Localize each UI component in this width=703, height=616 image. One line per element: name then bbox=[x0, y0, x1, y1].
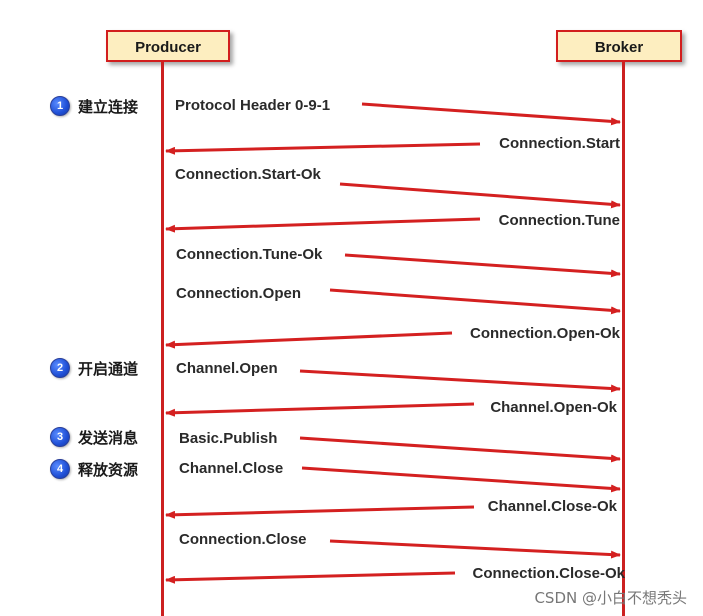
arrow-2 bbox=[165, 142, 481, 155]
producer-lifeline bbox=[161, 62, 164, 616]
msg-channel-close-ok: Channel.Close-Ok bbox=[487, 498, 617, 515]
msg-channel-open-ok: Channel.Open-Ok bbox=[490, 399, 617, 416]
msg-connection-open-ok: Connection.Open-Ok bbox=[470, 325, 620, 342]
arrow-4 bbox=[165, 217, 481, 233]
phase-4-label: 释放资源 bbox=[78, 460, 139, 479]
msg-channel-open: Channel.Open bbox=[176, 360, 278, 377]
broker-box: Broker bbox=[556, 30, 682, 62]
arrow-9 bbox=[165, 402, 475, 417]
phase-connect: 1 建立连接 bbox=[50, 95, 138, 117]
phase-release: 4 释放资源 bbox=[50, 458, 138, 480]
arrow-5 bbox=[344, 253, 621, 278]
phase-open-channel: 2 开启通道 bbox=[50, 357, 138, 379]
producer-box: Producer bbox=[106, 30, 230, 62]
phase-2-label: 开启通道 bbox=[78, 359, 139, 378]
msg-protocol-header: Protocol Header 0-9-1 bbox=[175, 97, 331, 114]
arrow-3 bbox=[339, 182, 621, 209]
msg-connection-tune-ok: Connection.Tune-Ok bbox=[176, 246, 323, 263]
phase-publish: 3 发送消息 bbox=[50, 426, 138, 448]
phase-1-label: 建立连接 bbox=[78, 97, 139, 116]
phase-3-label: 发送消息 bbox=[78, 428, 139, 447]
msg-connection-tune: Connection.Tune bbox=[498, 212, 620, 229]
arrow-1 bbox=[361, 102, 621, 126]
phase-2-badge: 2 bbox=[50, 358, 70, 378]
arrow-6 bbox=[329, 288, 621, 315]
arrow-10 bbox=[299, 436, 621, 463]
msg-basic-publish: Basic.Publish bbox=[179, 430, 278, 447]
msg-connection-open: Connection.Open bbox=[176, 285, 301, 302]
arrow-7 bbox=[165, 331, 453, 349]
msg-connection-start-ok: Connection.Start-Ok bbox=[175, 166, 321, 183]
phase-1-badge: 1 bbox=[50, 96, 70, 116]
arrow-14 bbox=[165, 571, 456, 584]
msg-channel-close: Channel.Close bbox=[179, 460, 284, 477]
msg-connection-start: Connection.Start bbox=[499, 135, 620, 152]
msg-connection-close: Connection.Close bbox=[179, 531, 307, 548]
broker-lifeline bbox=[622, 62, 625, 616]
watermark: CSDN @小白不想秃头 bbox=[534, 589, 687, 607]
phase-3-badge: 3 bbox=[50, 427, 70, 447]
arrow-12 bbox=[165, 505, 475, 519]
arrow-13 bbox=[329, 539, 621, 559]
phase-4-badge: 4 bbox=[50, 459, 70, 479]
arrow-11 bbox=[301, 466, 621, 493]
arrow-8 bbox=[299, 369, 621, 393]
msg-connection-close-ok: Connection.Close-Ok bbox=[472, 565, 625, 582]
